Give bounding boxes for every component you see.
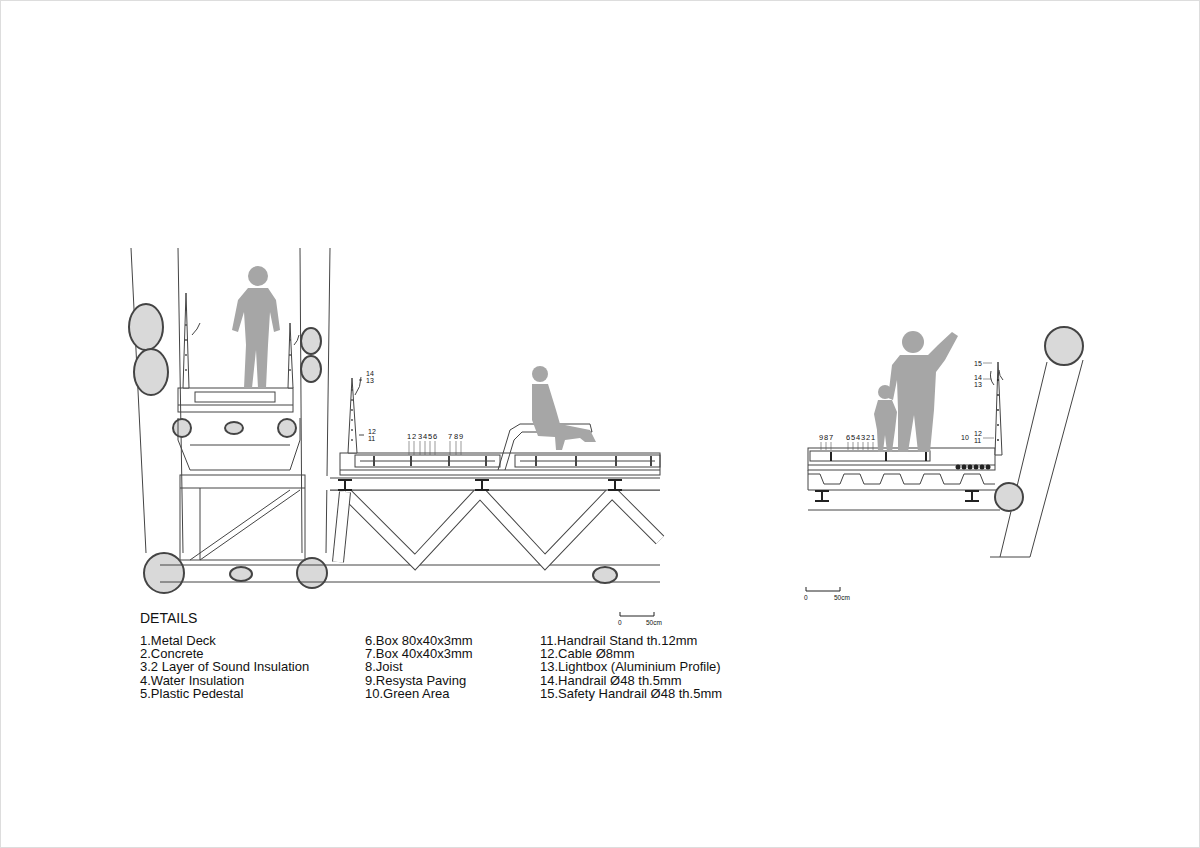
callout-number: 3 <box>418 433 422 441</box>
callout-number: 12 <box>368 428 376 435</box>
callout-number: 13 <box>366 377 374 384</box>
detail-note: 9.Resysta Paving <box>365 674 466 687</box>
callout-number: 7 <box>829 434 833 442</box>
detail-note: 4.Water Insulation <box>140 674 244 687</box>
callout-number: 4 <box>856 434 860 442</box>
scale-bars <box>620 587 840 616</box>
callout-number: 14 <box>366 370 374 377</box>
callout-number: 6 <box>846 434 850 442</box>
callout-number: 4 <box>423 433 427 441</box>
scale-label: 0 <box>618 620 622 627</box>
callout-number: 2 <box>866 434 870 442</box>
right-section <box>808 327 1083 557</box>
callout-number: 9 <box>819 434 823 442</box>
callout-number: 8 <box>454 433 458 441</box>
left-deck <box>340 377 660 475</box>
callout-number: 10 <box>961 434 969 441</box>
callout-number: 6 <box>433 433 437 441</box>
detail-note: 8.Joist <box>365 660 403 673</box>
callout-number: 1 <box>407 433 411 441</box>
scale-label: 50cm <box>646 620 662 627</box>
detail-note: 3.2 Layer of Sound Insulation <box>140 660 309 673</box>
detail-note: 6.Box 80x40x3mm <box>365 634 473 647</box>
callout-number: 13 <box>974 381 982 388</box>
scale-label: 50cm <box>834 595 850 602</box>
detail-note: 11.Handrail Stand th.12mm <box>540 634 697 647</box>
human-figures <box>232 266 958 452</box>
callout-number: 2 <box>412 433 416 441</box>
detail-note: 15.Safety Handrail Ø48 th.5mm <box>540 687 722 700</box>
callout-number: 5 <box>851 434 855 442</box>
callout-number: 11 <box>368 435 375 442</box>
callout-number: 1 <box>871 434 875 442</box>
leader-lines-left <box>409 441 461 455</box>
detail-note: 1.Metal Deck <box>140 634 216 647</box>
detail-note: 14.Handrail Ø48 th.5mm <box>540 674 682 687</box>
sheet-title: DETAILS <box>140 611 197 625</box>
detail-note: 10.Green Area <box>365 687 450 700</box>
callout-number: 14 <box>974 374 982 381</box>
scale-label: 0 <box>804 595 808 602</box>
callout-number: 8 <box>824 434 828 442</box>
left-section <box>129 248 660 593</box>
truss-diagonals <box>325 476 665 562</box>
detail-note: 2.Concrete <box>140 647 204 660</box>
detail-note: 12.Cable Ø8mm <box>540 647 635 660</box>
callout-number: 15 <box>974 360 982 367</box>
callout-number: 3 <box>861 434 865 442</box>
callout-number: 12 <box>974 430 982 437</box>
callout-number: 9 <box>459 433 463 441</box>
callout-number: 7 <box>448 433 452 441</box>
i-beams <box>338 479 622 491</box>
detail-note: 7.Box 40x40x3mm <box>365 647 473 660</box>
callout-number: 5 <box>428 433 432 441</box>
detail-note: 13.Lightbox (Aluminium Profile) <box>540 660 721 673</box>
detail-note: 5.Plastic Pedestal <box>140 687 243 700</box>
callout-number: 11 <box>974 437 981 444</box>
